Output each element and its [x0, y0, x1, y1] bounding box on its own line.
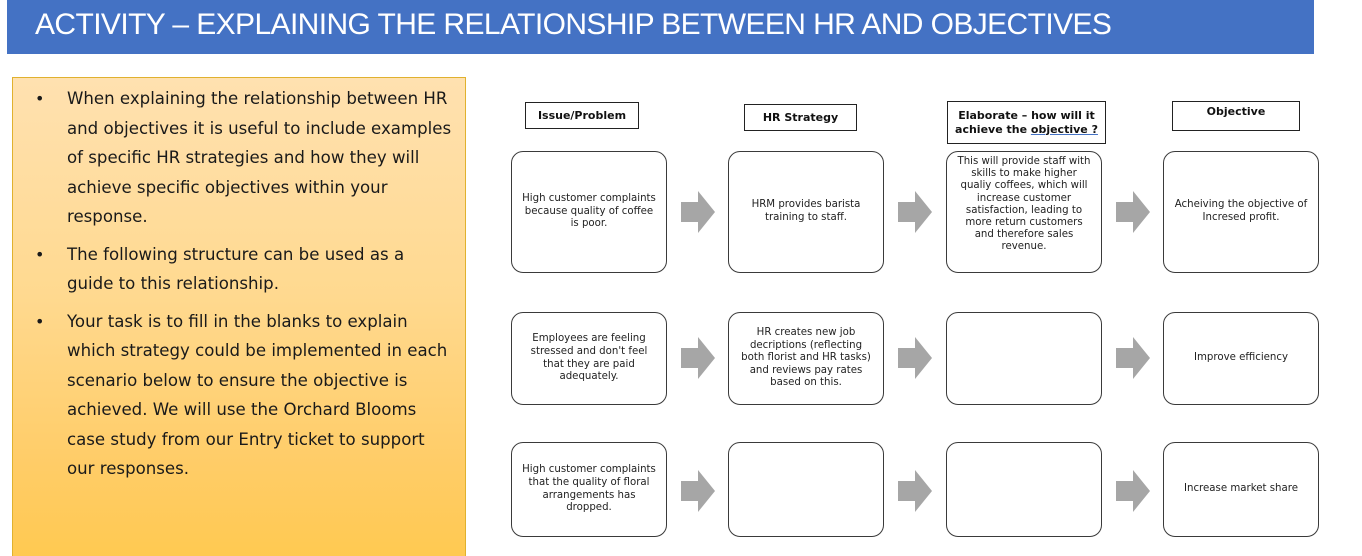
- row2-issue-card: Employees are feeling stressed and don't…: [511, 312, 667, 405]
- row1-strategy-card: HRM provides barista training to staff.: [728, 151, 884, 273]
- row2-strategy-card: HR creates new job decriptions (reflecti…: [728, 312, 884, 405]
- bullet-icon: •: [35, 244, 45, 264]
- right-arrow-icon: [898, 191, 932, 233]
- elaborate-header-prefix: Elaborate – how will it achieve the: [955, 108, 1095, 136]
- bullet-icon: •: [35, 311, 45, 331]
- right-arrow-icon: [1116, 191, 1150, 233]
- instruction-bullet: • When explaining the relationship betwe…: [35, 84, 455, 232]
- row1-objective-card: Acheiving the objective of Incresed prof…: [1163, 151, 1319, 273]
- elaborate-header-underlined: objective ?: [1030, 122, 1098, 136]
- right-arrow-icon: [681, 470, 715, 512]
- instructions-panel: • When explaining the relationship betwe…: [12, 77, 466, 556]
- title-banner: ACTIVITY – EXPLAINING THE RELATIONSHIP B…: [7, 0, 1314, 54]
- row1-elaborate-card: This will provide staff with skills to m…: [946, 151, 1102, 273]
- instruction-text: Your task is to fill in the blanks to ex…: [67, 311, 448, 479]
- right-arrow-icon: [898, 470, 932, 512]
- row3-strategy-blank-card[interactable]: [728, 442, 884, 537]
- column-header-strategy: HR Strategy: [744, 104, 857, 131]
- row2-objective-card: Improve efficiency: [1163, 312, 1319, 405]
- row3-objective-card: Increase market share: [1163, 442, 1319, 537]
- row3-elaborate-blank-card[interactable]: [946, 442, 1102, 537]
- instruction-text: When explaining the relationship between…: [67, 89, 452, 226]
- right-arrow-icon: [898, 337, 932, 379]
- elaborate-header-text: Elaborate – how will it achieve the obje…: [952, 109, 1101, 137]
- row1-issue-card: High customer complaints because quality…: [511, 151, 667, 273]
- instructions-list: • When explaining the relationship betwe…: [35, 84, 455, 484]
- column-header-elaborate: Elaborate – how will it achieve the obje…: [947, 101, 1106, 144]
- instruction-bullet: • The following structure can be used as…: [35, 240, 455, 299]
- page-title: ACTIVITY – EXPLAINING THE RELATIONSHIP B…: [35, 8, 1112, 41]
- column-header-issue: Issue/Problem: [525, 102, 639, 129]
- column-header-objective: Objective: [1172, 101, 1300, 131]
- right-arrow-icon: [681, 337, 715, 379]
- right-arrow-icon: [1116, 337, 1150, 379]
- row3-issue-card: High customer complaints that the qualit…: [511, 442, 667, 537]
- instruction-text: The following structure can be used as a…: [67, 244, 405, 294]
- right-arrow-icon: [1116, 470, 1150, 512]
- right-arrow-icon: [681, 191, 715, 233]
- bullet-icon: •: [35, 89, 45, 108]
- instruction-bullet: • Your task is to fill in the blanks to …: [35, 307, 455, 484]
- row2-elaborate-blank-card[interactable]: [946, 312, 1102, 405]
